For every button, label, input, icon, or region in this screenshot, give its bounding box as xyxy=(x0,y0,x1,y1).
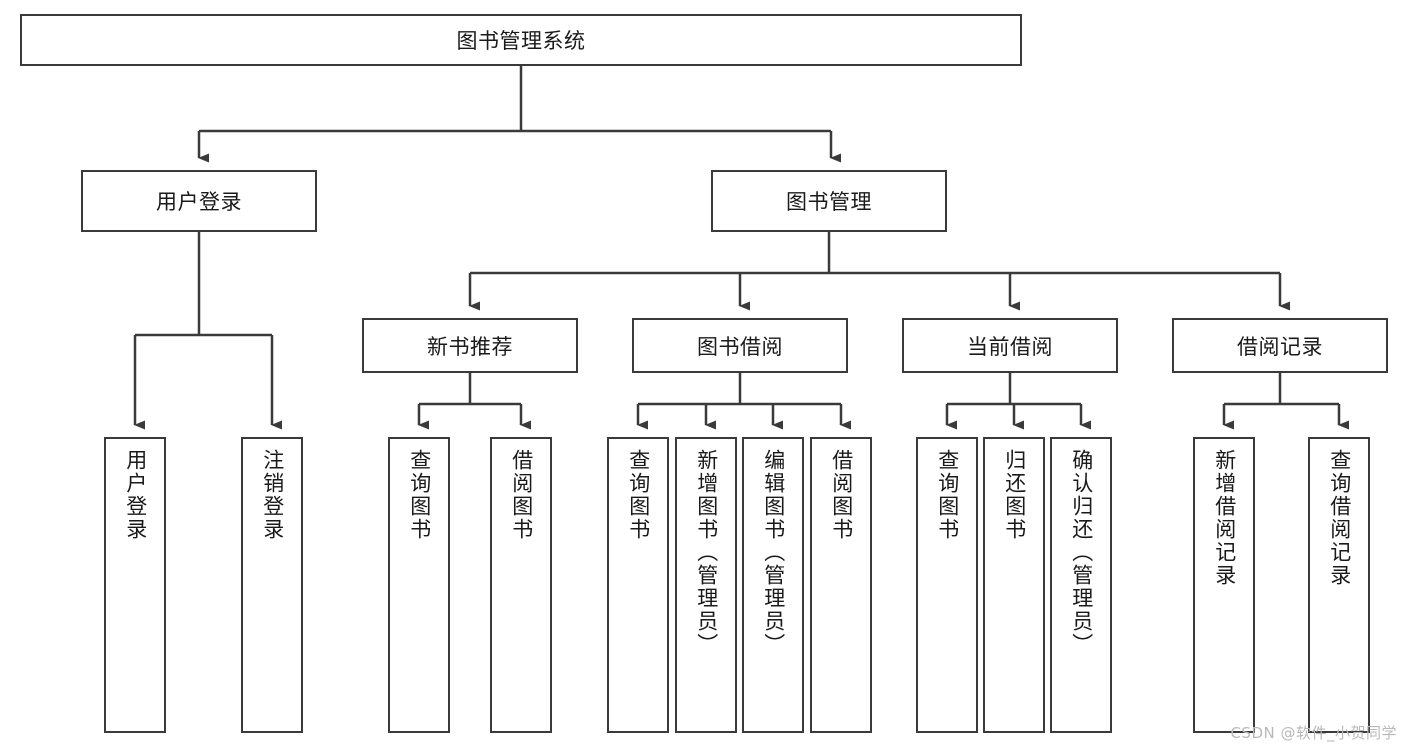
node-leaf-return-book-label: 归还图书 xyxy=(1002,449,1027,541)
connector-borrowrecord-to-leaves xyxy=(1222,373,1349,430)
node-leaf-query-borrow-record[interactable]: 查询借阅记录 xyxy=(1308,437,1370,733)
node-leaf-query-book-nbr[interactable]: 查询图书 xyxy=(388,437,450,733)
node-leaf-query-book-bb[interactable]: 查询图书 xyxy=(607,437,669,733)
node-leaf-add-borrow-record[interactable]: 新增借阅记录 xyxy=(1193,437,1255,733)
node-leaf-edit-book-admin[interactable]: 编辑图书（管理员） xyxy=(742,437,804,733)
node-user-login[interactable]: 用户登录 xyxy=(81,170,317,232)
node-leaf-confirm-return-admin-label: 确认归还（管理员） xyxy=(1069,449,1094,656)
node-book-borrow[interactable]: 图书借阅 xyxy=(632,318,848,373)
node-leaf-query-book-cb[interactable]: 查询图书 xyxy=(916,437,978,733)
node-leaf-borrow-book-nbr-label: 借阅图书 xyxy=(509,449,534,541)
node-leaf-query-book-cb-label: 查询图书 xyxy=(935,449,960,541)
node-root-label: 图书管理系统 xyxy=(456,29,586,53)
connector-root-to-level2 xyxy=(197,66,841,163)
node-user-login-label: 用户登录 xyxy=(156,190,242,214)
connector-currentborrow-to-leaves xyxy=(945,373,1091,430)
connector-userlogin-to-leaves xyxy=(133,232,282,430)
node-leaf-borrow-book-bb-label: 借阅图书 xyxy=(829,449,854,541)
node-current-borrow-label: 当前借阅 xyxy=(967,334,1053,359)
node-book-manage-label: 图书管理 xyxy=(786,190,872,214)
node-leaf-add-borrow-record-label: 新增借阅记录 xyxy=(1212,449,1237,587)
connector-bookborrow-to-leaves xyxy=(636,373,851,430)
node-book-borrow-label: 图书借阅 xyxy=(697,334,783,359)
node-leaf-query-borrow-record-label: 查询借阅记录 xyxy=(1327,449,1352,587)
node-leaf-borrow-book-nbr[interactable]: 借阅图书 xyxy=(490,437,552,733)
node-leaf-edit-book-admin-label: 编辑图书（管理员） xyxy=(761,449,786,656)
node-leaf-query-book-nbr-label: 查询图书 xyxy=(407,449,432,541)
node-leaf-return-book[interactable]: 归还图书 xyxy=(983,437,1045,733)
node-new-book-recommend-label: 新书推荐 xyxy=(427,334,513,359)
node-new-book-recommend[interactable]: 新书推荐 xyxy=(362,318,578,373)
node-leaf-confirm-return-admin[interactable]: 确认归还（管理员） xyxy=(1050,437,1112,733)
node-leaf-add-book-admin[interactable]: 新增图书（管理员） xyxy=(675,437,737,733)
node-leaf-query-book-bb-label: 查询图书 xyxy=(626,449,651,541)
node-root[interactable]: 图书管理系统 xyxy=(20,14,1022,66)
node-leaf-add-book-admin-label: 新增图书（管理员） xyxy=(694,449,719,656)
node-leaf-borrow-book-bb[interactable]: 借阅图书 xyxy=(810,437,872,733)
node-current-borrow[interactable]: 当前借阅 xyxy=(902,318,1118,373)
node-borrow-record[interactable]: 借阅记录 xyxy=(1172,318,1388,373)
node-leaf-user-login[interactable]: 用户登录 xyxy=(104,437,166,733)
node-leaf-user-login-label: 用户登录 xyxy=(123,449,148,541)
node-leaf-logout-login[interactable]: 注销登录 xyxy=(241,437,303,733)
node-book-manage[interactable]: 图书管理 xyxy=(711,170,947,232)
node-borrow-record-label: 借阅记录 xyxy=(1237,334,1323,359)
connector-newbook-to-leaves xyxy=(417,373,531,430)
connector-bookmanage-to-level3 xyxy=(468,232,1290,311)
node-leaf-logout-login-label: 注销登录 xyxy=(260,449,285,541)
